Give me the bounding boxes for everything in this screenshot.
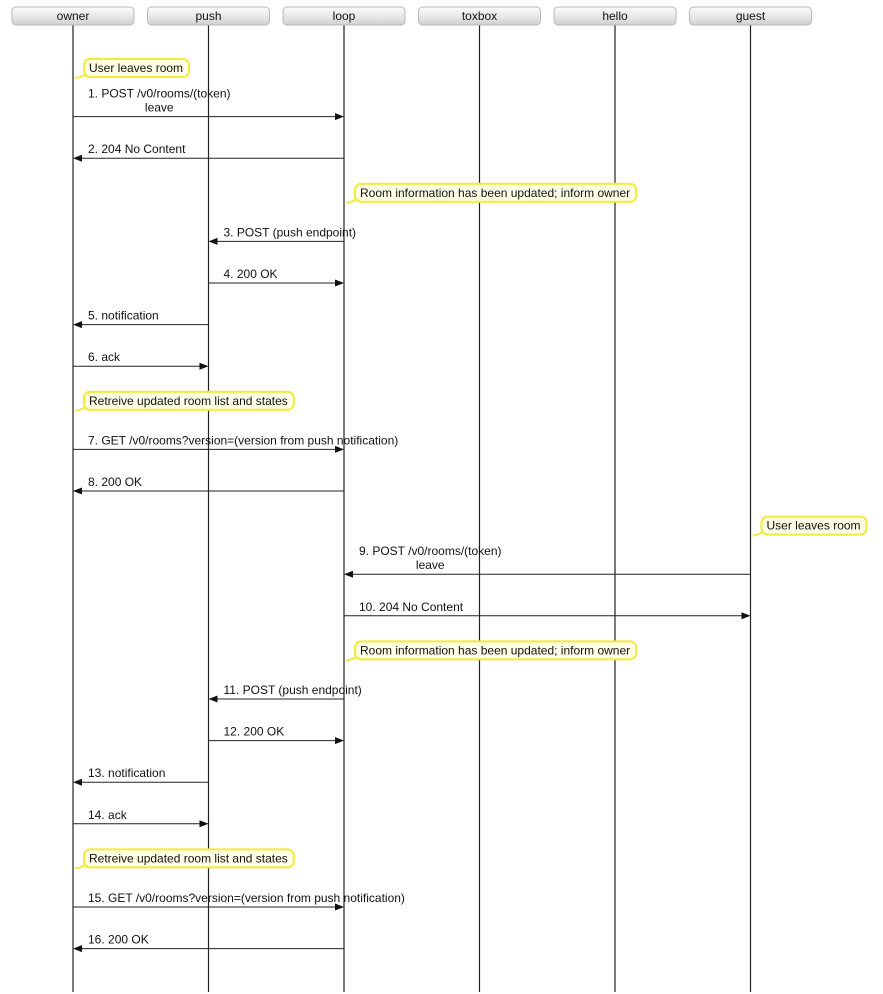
message-push-to-loop: 12. 200 OK	[208, 725, 344, 745]
note: Retreive updated room list and states	[74, 848, 295, 870]
note-text: User leaves room	[89, 61, 183, 75]
note: User leaves room	[752, 515, 868, 537]
arrowhead	[199, 362, 209, 370]
message-owner-to-loop: 1. POST /v0/rooms/(token)leave	[73, 87, 344, 121]
note-box	[83, 390, 295, 411]
message-label: 10. 204 No Content	[359, 600, 464, 614]
arrowhead	[344, 570, 353, 578]
actor-label: hello	[602, 9, 628, 23]
note-text: Retreive updated room list and states	[89, 851, 288, 865]
message-label: 5. notification	[88, 309, 159, 323]
actor-box	[11, 6, 135, 26]
note-pointer	[74, 73, 87, 79]
message-label: 12. 200 OK	[224, 725, 285, 739]
lifelines	[72, 24, 752, 992]
message-push-to-owner: 5. notification	[73, 309, 209, 329]
message-label: 11. POST (push endpoint)	[224, 683, 362, 697]
message-label: 2. 204 No Content	[88, 142, 186, 156]
message-loop-to-owner: 16. 200 OK	[73, 933, 344, 953]
actor-headers: owner push loop toxbox hello guest	[11, 6, 812, 26]
arrowhead	[199, 820, 209, 828]
arrowhead	[335, 903, 344, 911]
note-pointer	[74, 405, 87, 412]
note-box	[760, 515, 868, 536]
actor-box	[553, 6, 677, 26]
actor-push: push	[147, 6, 270, 26]
arrowhead	[73, 321, 82, 329]
actor-label: owner	[57, 9, 90, 23]
note: User leaves room	[74, 58, 191, 79]
actor-hello: hello	[553, 6, 677, 26]
message-push-to-owner: 13. notification	[73, 766, 209, 786]
note-text: Room information has been updated; infor…	[360, 186, 630, 200]
message-label: 9. POST /v0/rooms/(token)	[359, 544, 502, 558]
actor-box	[282, 6, 406, 26]
message-label: 13. notification	[88, 766, 165, 780]
arrowhead	[73, 945, 82, 953]
message-owner-to-push: 6. ack	[73, 350, 209, 370]
note-pointer	[345, 197, 358, 204]
message-loop-to-guest: 10. 204 No Content	[344, 600, 751, 620]
diagram-steps: User leaves room 1. POST /v0/rooms/(token…	[73, 58, 868, 953]
actor-label: loop	[333, 9, 356, 23]
note-text: User leaves room	[767, 519, 861, 533]
note-text: Retreive updated room list and states	[89, 394, 288, 408]
arrowhead	[208, 237, 218, 245]
note: Retreive updated room list and states	[74, 390, 295, 412]
note-text: Room information has been updated; infor…	[360, 643, 630, 657]
message-loop-to-owner: 2. 204 No Content	[73, 142, 344, 162]
message-label: leave	[416, 558, 445, 572]
actor-guest: guest	[689, 6, 812, 26]
arrowhead	[335, 113, 344, 121]
message-label: leave	[145, 101, 174, 115]
note: Room information has been updated; infor…	[345, 182, 638, 204]
message-label: 14. ack	[88, 808, 128, 822]
message-push-to-loop: 4. 200 OK	[208, 267, 344, 287]
actor-toxbox: toxbox	[418, 6, 541, 26]
message-loop-to-push: 3. POST (push endpoint)	[208, 225, 357, 245]
message-loop-to-owner: 8. 200 OK	[73, 475, 344, 495]
arrowhead	[73, 487, 82, 495]
actor-loop: loop	[282, 6, 406, 26]
actor-box	[147, 6, 270, 26]
arrowhead	[73, 154, 82, 162]
arrowhead	[208, 695, 218, 703]
arrowhead	[741, 612, 751, 620]
note: Room information has been updated; infor…	[345, 640, 638, 662]
message-label: 6. ack	[88, 350, 121, 364]
message-label: 16. 200 OK	[88, 933, 149, 947]
note-box	[83, 58, 191, 78]
note-pointer	[345, 655, 358, 662]
actor-box	[689, 6, 812, 26]
arrowhead	[335, 445, 344, 453]
actor-owner: owner	[11, 6, 135, 26]
message-label: 15. GET /v0/rooms?version=(version from …	[88, 891, 405, 905]
actor-label: push	[195, 9, 221, 23]
message-label: 1. POST /v0/rooms/(token)	[88, 87, 231, 101]
note-pointer	[752, 530, 765, 537]
arrowhead	[335, 279, 344, 287]
arrowhead	[335, 737, 344, 745]
note-box	[354, 640, 638, 661]
message-label: 7. GET /v0/rooms?version=(version from p…	[88, 433, 398, 447]
message-owner-to-loop: 15. GET /v0/rooms?version=(version from …	[73, 891, 405, 911]
message-owner-to-push: 14. ack	[73, 808, 209, 828]
actor-label: toxbox	[462, 9, 497, 23]
actor-label: guest	[736, 9, 766, 23]
note-pointer	[74, 863, 87, 870]
note-box	[354, 182, 638, 203]
message-label: 8. 200 OK	[88, 475, 142, 489]
note-box	[83, 848, 295, 869]
actor-box	[418, 6, 541, 26]
message-owner-to-loop: 7. GET /v0/rooms?version=(version from p…	[73, 433, 398, 453]
arrowhead	[73, 778, 82, 786]
message-label: 4. 200 OK	[224, 267, 278, 281]
message-label: 3. POST (push endpoint)	[224, 225, 357, 239]
message-loop-to-push: 11. POST (push endpoint)	[208, 683, 362, 703]
message-guest-to-loop: 9. POST /v0/rooms/(token)leave	[344, 544, 751, 578]
